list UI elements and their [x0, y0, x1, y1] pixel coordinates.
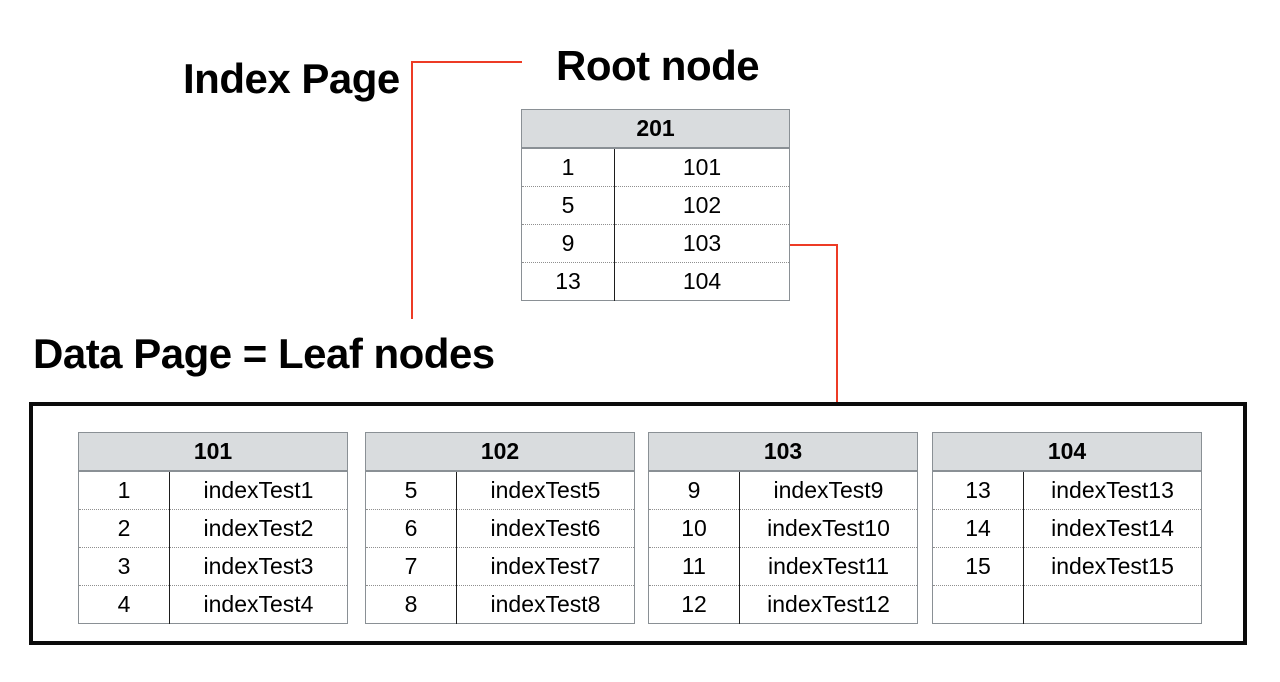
- key-cell: 13: [521, 262, 615, 301]
- table-header-row: 201: [521, 109, 790, 149]
- table-row: 13 104: [521, 262, 790, 301]
- table-row: 1 indexTest1: [78, 471, 348, 510]
- leaf-node-table-103: 103 9 indexTest9 10 indexTest10 11 index…: [648, 432, 918, 624]
- key-cell: 4: [78, 585, 170, 624]
- table-row: 6 indexTest6: [365, 509, 635, 548]
- table-row: 2 indexTest2: [78, 509, 348, 548]
- value-cell: indexTest11: [739, 547, 918, 586]
- value-cell: indexTest1: [203, 477, 314, 503]
- table-row: 5 indexTest5: [365, 471, 635, 510]
- key-cell: 8: [365, 585, 457, 624]
- value-cell: indexTest13: [1051, 477, 1174, 503]
- key-cell: 11: [648, 547, 740, 586]
- value-cell: indexTest3: [169, 547, 348, 586]
- table-row: 4 indexTest4: [78, 585, 348, 624]
- key-cell: 6: [365, 509, 457, 548]
- table-row: 9 103: [521, 224, 790, 263]
- value-cell: indexTest12: [739, 585, 918, 624]
- leaf-table-header: 101: [78, 432, 348, 472]
- key-cell: 2: [78, 509, 170, 548]
- leaf-node-table-102: 102 5 indexTest5 6 indexTest6 7 indexTes…: [365, 432, 635, 624]
- table-row: 10 indexTest10: [648, 509, 918, 548]
- table-row: 5 102: [521, 186, 790, 225]
- value-cell: indexTest10: [739, 509, 918, 548]
- table-row: 8 indexTest8: [365, 585, 635, 624]
- index-page-connector-vertical-line: [411, 61, 413, 319]
- table-header-row: 101: [78, 432, 348, 472]
- value-cell: 104: [614, 262, 790, 301]
- value-cell: indexTest15: [1023, 547, 1202, 586]
- value-cell: indexTest9: [773, 477, 884, 503]
- key-cell: 3: [78, 547, 170, 586]
- table-row: 7 indexTest7: [365, 547, 635, 586]
- key-cell: 9: [648, 471, 740, 510]
- index-page-connector-horizontal-line: [411, 61, 522, 63]
- key-cell: 12: [648, 585, 740, 624]
- leaf-table-header: 102: [365, 432, 635, 472]
- value-cell: indexTest5: [490, 477, 601, 503]
- leaf-node-table-101: 101 1 indexTest1 2 indexTest2 3 indexTes…: [78, 432, 348, 624]
- leaf-table-header: 104: [932, 432, 1202, 472]
- root-to-leaf-arrow-horizontal-line: [789, 244, 838, 246]
- value-cell: indexTest14: [1023, 509, 1202, 548]
- value-cell: indexTest4: [169, 585, 348, 624]
- key-cell: 5: [365, 471, 457, 510]
- root-table-header: 201: [521, 109, 790, 149]
- value-cell: 103: [614, 224, 790, 263]
- key-cell: 5: [521, 186, 615, 225]
- root-node-table: 201 1 101 5 102 9 103 13 104: [521, 109, 790, 301]
- table-row: 9 indexTest9: [648, 471, 918, 510]
- value-cell: indexTest8: [456, 585, 635, 624]
- key-cell: 1: [78, 471, 170, 510]
- index-page-label: Index Page: [183, 55, 400, 102]
- key-cell: 13: [932, 471, 1024, 510]
- table-header-row: 103: [648, 432, 918, 472]
- value-cell: 102: [614, 186, 790, 225]
- value-cell: indexTest6: [456, 509, 635, 548]
- table-row: 15 indexTest15: [932, 547, 1202, 586]
- key-cell: 1: [521, 148, 615, 187]
- key-cell: [932, 585, 1024, 624]
- value-cell: 101: [682, 154, 722, 180]
- table-row: 13 indexTest13: [932, 471, 1202, 510]
- key-cell: 15: [932, 547, 1024, 586]
- root-node-label: Root node: [556, 42, 760, 89]
- value-cell: indexTest2: [169, 509, 348, 548]
- table-row: 12 indexTest12: [648, 585, 918, 624]
- table-header-row: 102: [365, 432, 635, 472]
- table-row: 1 101: [521, 148, 790, 187]
- key-cell: 10: [648, 509, 740, 548]
- key-cell: 7: [365, 547, 457, 586]
- value-cell: [1023, 585, 1202, 624]
- value-cell: indexTest7: [456, 547, 635, 586]
- leaf-table-header: 103: [648, 432, 918, 472]
- table-row: 14 indexTest14: [932, 509, 1202, 548]
- table-row: 3 indexTest3: [78, 547, 348, 586]
- key-cell: 9: [521, 224, 615, 263]
- data-page-label: Data Page = Leaf nodes: [33, 330, 495, 377]
- table-row: 11 indexTest11: [648, 547, 918, 586]
- key-cell: 14: [932, 509, 1024, 548]
- root-to-leaf-arrow-vertical-line: [836, 244, 838, 421]
- leaf-node-table-104: 104 13 indexTest13 14 indexTest14 15 ind…: [932, 432, 1202, 624]
- table-row: [932, 585, 1202, 624]
- table-header-row: 104: [932, 432, 1202, 472]
